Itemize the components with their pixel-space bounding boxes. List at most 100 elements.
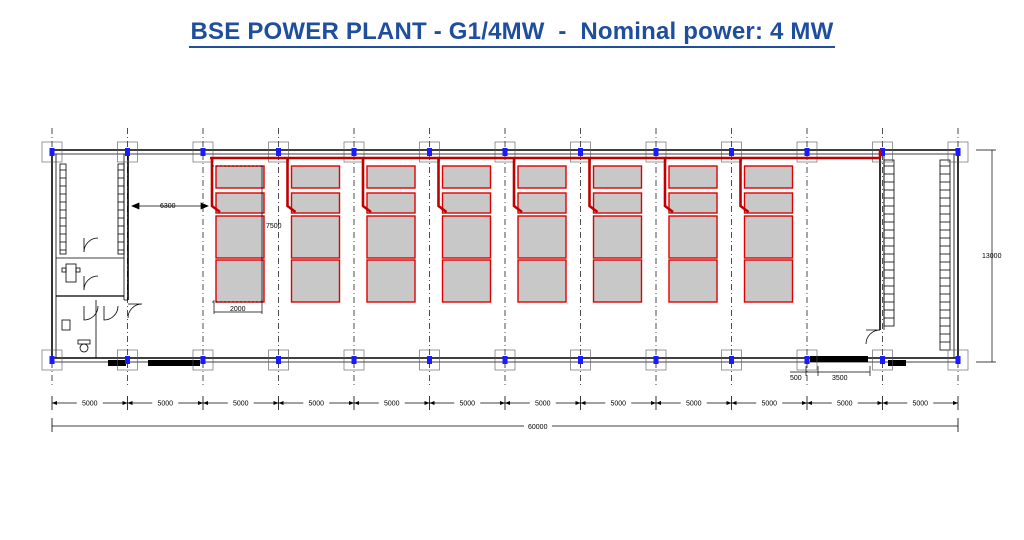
generator-unit <box>441 165 492 303</box>
dimension-arrow <box>580 401 586 405</box>
dimension-arrow <box>424 401 430 405</box>
column-base <box>117 349 138 371</box>
unit-module <box>517 192 567 214</box>
column-base <box>41 141 63 163</box>
dimension-arrow <box>273 401 279 405</box>
unit-module <box>290 192 341 214</box>
generator-units <box>215 165 794 303</box>
bay-dimension-label: 5000 <box>912 401 928 408</box>
pipe-branch <box>739 158 750 214</box>
pipe-branch <box>512 158 523 214</box>
column-marker <box>49 356 55 364</box>
unit-module <box>592 192 643 214</box>
dimension-arrow <box>882 401 888 405</box>
dimension-arrow <box>203 401 208 405</box>
column-marker <box>578 148 583 156</box>
dimension-arrow <box>726 401 732 405</box>
building-width-label: 13000 <box>982 253 1002 260</box>
dimension-arrow <box>731 401 737 405</box>
bay-dimension-label: 5000 <box>610 401 626 408</box>
unit-module <box>441 215 492 259</box>
bay-dimension-label: 5000 <box>308 401 324 408</box>
column-marker <box>653 356 659 364</box>
column-marker <box>653 148 659 156</box>
unit-module <box>441 192 492 214</box>
unit-module <box>517 259 567 303</box>
column-base <box>419 141 440 163</box>
column-marker <box>955 356 961 364</box>
column-base <box>343 349 365 371</box>
pipe-branch <box>210 158 221 214</box>
column-marker <box>125 356 130 364</box>
dimension-arrow <box>429 401 435 405</box>
aisle-dimension-label: 6300 <box>160 203 176 210</box>
dimension-arrow <box>278 401 284 405</box>
dimension-arrow <box>575 401 581 405</box>
bay-dimension-label: 5000 <box>761 401 777 408</box>
column-marker <box>351 148 357 156</box>
total-dimension-bg <box>524 422 552 431</box>
generator-unit <box>290 165 341 303</box>
unit-module <box>215 192 265 214</box>
column-base <box>947 141 969 163</box>
column-base <box>645 349 667 371</box>
bay-dimension-label: 5000 <box>837 401 853 408</box>
exhaust-pipe <box>210 150 882 214</box>
column-marker <box>427 148 432 156</box>
column-marker <box>276 356 281 364</box>
column-base <box>947 349 969 371</box>
unit-module <box>215 215 265 259</box>
door-offset-label: 500 <box>790 375 802 382</box>
column-base <box>192 349 214 371</box>
dimension-arrow <box>651 401 656 405</box>
unit-module <box>668 215 718 259</box>
doors <box>108 356 906 366</box>
column-marker <box>880 148 885 156</box>
unit-module <box>743 192 794 214</box>
bay-dimension-label: 5000 <box>459 401 475 408</box>
column-base <box>268 349 289 371</box>
column-marker <box>955 148 961 156</box>
column-base <box>192 141 214 163</box>
depth-dimension-label: 7500 <box>266 223 282 230</box>
unit-module <box>290 259 341 303</box>
column-marker <box>880 356 885 364</box>
column-marker <box>502 148 508 156</box>
generator-unit <box>517 165 567 303</box>
column-marker <box>200 356 206 364</box>
pipe-branch <box>663 158 674 214</box>
generator-unit <box>592 165 643 303</box>
unit-module <box>441 165 492 189</box>
bay-dimension-label: 5000 <box>82 401 98 408</box>
unit-module <box>290 215 341 259</box>
total-dimension-label: 60000 <box>528 424 548 431</box>
right-service-room <box>865 159 951 351</box>
pipe-branch <box>437 158 448 214</box>
bay-dimension-label: 5000 <box>535 401 551 408</box>
column-marker <box>729 356 734 364</box>
column-base <box>872 349 893 371</box>
bay-dimension-label: 5000 <box>233 401 249 408</box>
unit-module <box>366 192 416 214</box>
unit-module <box>743 215 794 259</box>
dimension-arrow <box>953 401 958 405</box>
column-marker <box>729 148 734 156</box>
dimension-arrow <box>656 401 661 405</box>
unit-module <box>592 259 643 303</box>
column-base <box>494 141 516 163</box>
unit-module <box>517 215 567 259</box>
column-marker <box>200 148 206 156</box>
unit-module <box>592 215 643 259</box>
column-base <box>721 349 742 371</box>
dimension-arrow <box>349 401 354 405</box>
unit-module <box>668 259 718 303</box>
column-base <box>645 141 667 163</box>
column-base <box>570 349 591 371</box>
column-base <box>117 141 138 163</box>
pipe-branch <box>361 158 372 214</box>
generator-unit <box>668 165 718 303</box>
generator-unit <box>215 165 265 303</box>
dimension-arrow <box>500 401 505 405</box>
column-marker <box>351 356 357 364</box>
